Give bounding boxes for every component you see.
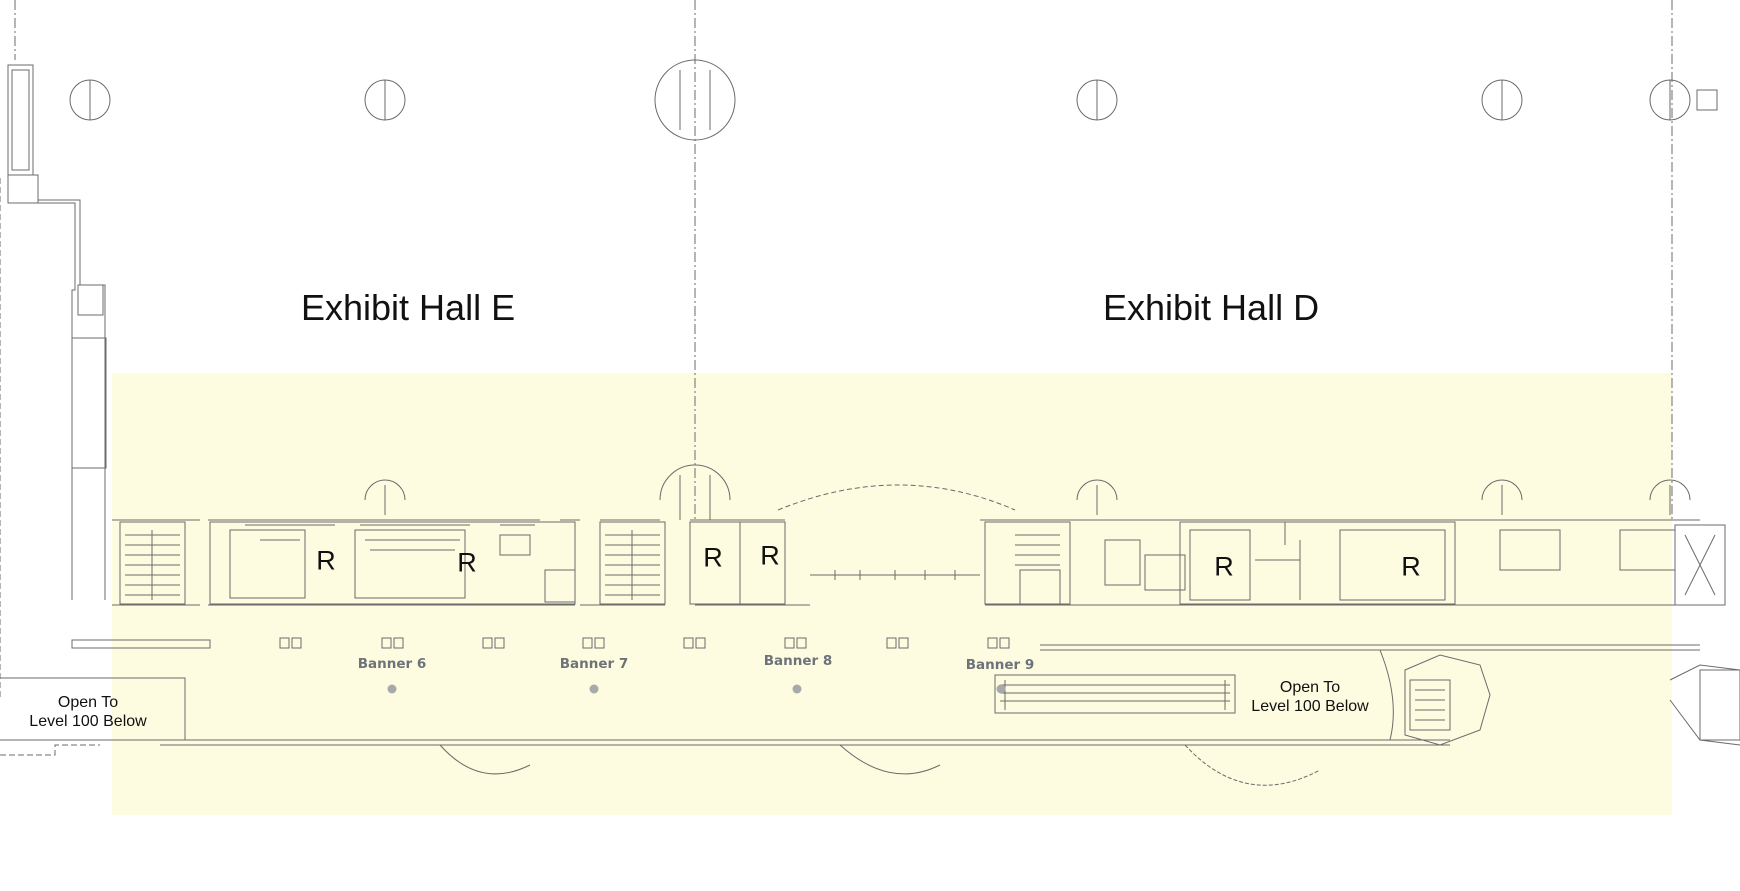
stair-core-3 bbox=[984, 521, 1071, 605]
restroom-label: R bbox=[457, 547, 477, 578]
door-symbols-top bbox=[69, 59, 1718, 141]
banner-7-marker bbox=[589, 684, 599, 694]
restroom-label: R bbox=[1401, 551, 1421, 582]
stair-core-2 bbox=[599, 521, 666, 605]
highlighted-area bbox=[112, 373, 1672, 815]
banner-9-label: Banner 9 bbox=[965, 657, 1035, 673]
restroom-label: R bbox=[703, 542, 723, 573]
elevators bbox=[1104, 539, 1186, 591]
banner-8-label: Banner 8 bbox=[763, 653, 833, 669]
open-left-line1: Open To bbox=[57, 694, 119, 711]
open-right-line2: Level 100 Below bbox=[1251, 698, 1369, 715]
pillars bbox=[279, 637, 1010, 649]
exhibit-hall-e-label: Exhibit Hall E bbox=[301, 287, 516, 328]
restroom-block-d bbox=[1179, 521, 1456, 605]
open-to-below-right: Open To Level 100 Below bbox=[1251, 678, 1368, 716]
banner-7-label: Banner 7 bbox=[559, 656, 629, 672]
banner-9-marker bbox=[996, 684, 1006, 694]
restroom-label: R bbox=[316, 545, 336, 576]
door-symbols-wall bbox=[364, 464, 1691, 520]
restroom-label: R bbox=[760, 540, 780, 571]
stair-tower-right bbox=[1404, 654, 1491, 746]
banner-6-marker bbox=[387, 684, 397, 694]
restroom-block-small bbox=[689, 521, 786, 605]
restroom-label: R bbox=[1214, 551, 1234, 582]
open-to-below-left: Open To Level 100 Below bbox=[29, 693, 146, 731]
open-right-line1: Open To bbox=[1279, 679, 1341, 696]
banner-6-label: Banner 6 bbox=[357, 656, 427, 672]
exhibit-hall-d-label: Exhibit Hall D bbox=[1103, 287, 1320, 328]
stair-core-1 bbox=[119, 521, 186, 605]
escalators bbox=[994, 674, 1236, 714]
restroom-block-e bbox=[209, 521, 576, 605]
banner-8-marker bbox=[792, 684, 802, 694]
open-left-line2: Level 100 Below bbox=[29, 713, 147, 730]
